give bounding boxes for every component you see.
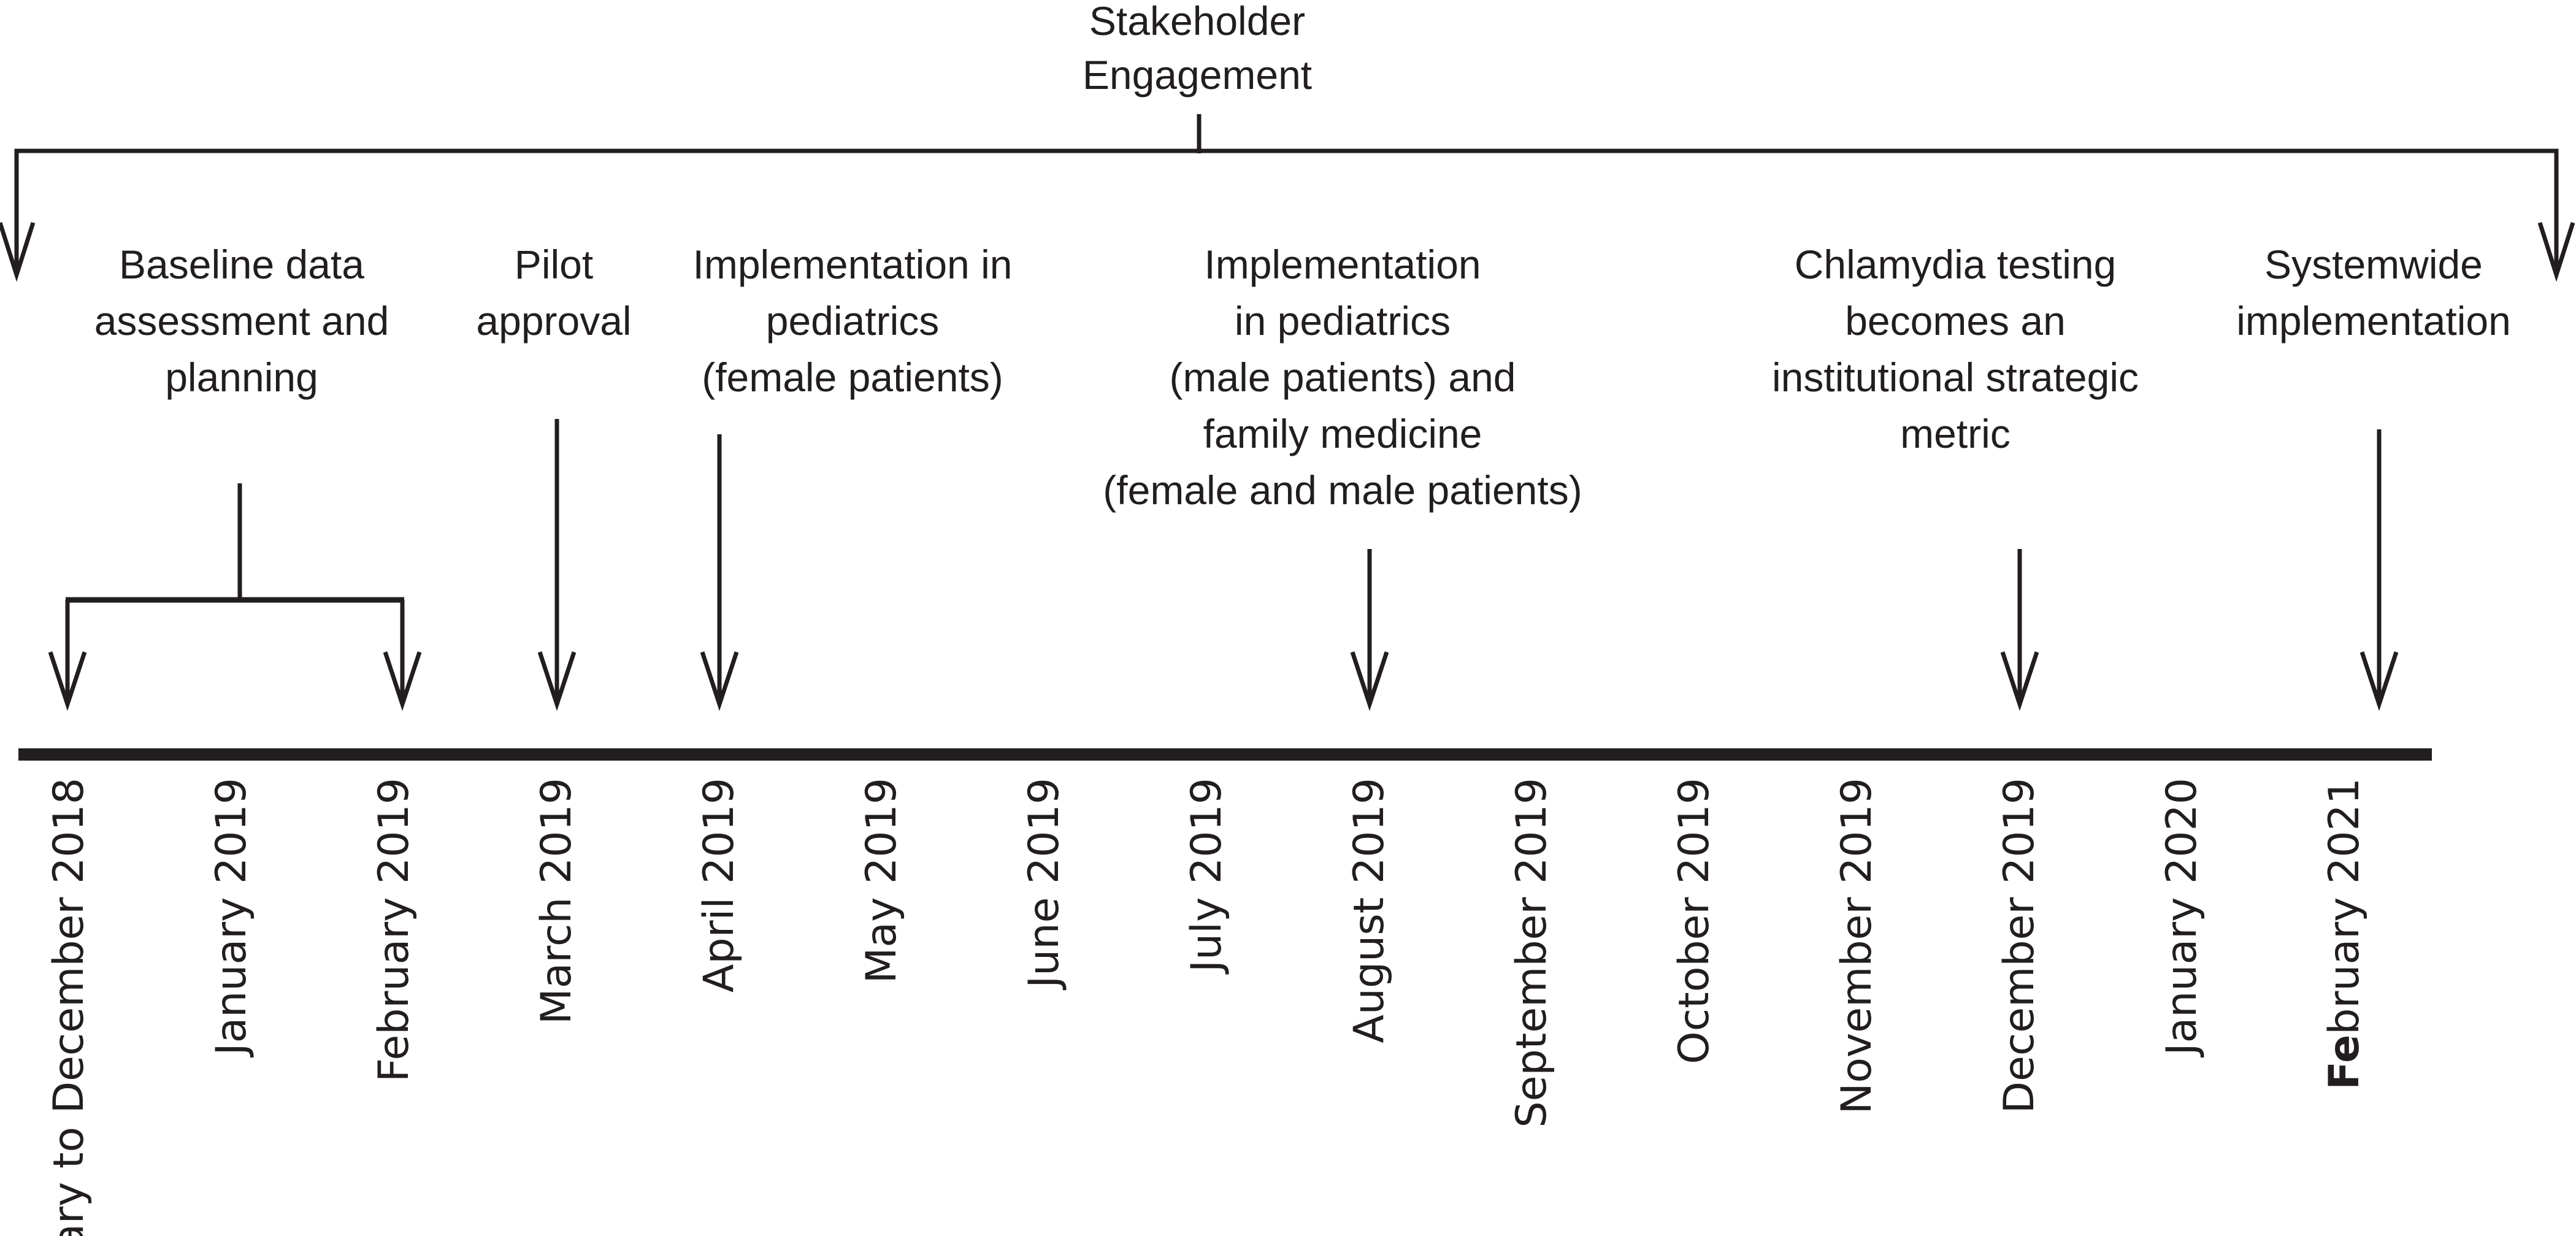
event-label-implementation-pediatrics-male-family-medicine: Implementation in pediatrics (male patie… xyxy=(1036,236,1649,518)
arrowhead-left-icon xyxy=(0,221,36,282)
month-label-september-2019: September 2019 xyxy=(1508,778,1556,1128)
stakeholder-span-line xyxy=(14,148,2559,269)
event-label-line: (female and male patients) xyxy=(1103,467,1582,513)
event-label-line: Pilot xyxy=(514,242,594,287)
event-label-line: Implementation in xyxy=(692,242,1013,287)
event-label-systemwide-implementation: Systemwide implementation xyxy=(2159,236,2576,349)
arrowhead-august-2019-icon xyxy=(1350,651,1389,712)
event-label-line: pediatrics xyxy=(765,298,940,344)
figure-title: Stakeholder Engagement xyxy=(1013,0,1381,102)
month-label-january-2020: January 2020 xyxy=(2158,778,2206,1056)
event-label-line: approval xyxy=(476,298,632,344)
month-label-february-2019: February 2019 xyxy=(370,778,418,1082)
month-label-december-2019: December 2019 xyxy=(1995,778,2044,1114)
event-label-implementation-pediatrics-female: Implementation in pediatrics (female pat… xyxy=(607,236,1098,405)
arrowhead-right-icon xyxy=(2537,221,2575,282)
event-label-baseline-data-assessment: Baseline data assessment and planning xyxy=(27,236,456,405)
event-label-line: becomes an xyxy=(1845,298,2066,344)
arrowhead-march-2019-icon xyxy=(537,651,577,712)
event-label-line: in pediatrics xyxy=(1234,298,1451,344)
event-label-line: Baseline data xyxy=(119,242,364,287)
figure-title-line: Engagement xyxy=(1082,52,1313,98)
arrowhead-jan-dec-2018-icon xyxy=(48,651,87,712)
event-label-line: Implementation xyxy=(1204,242,1481,287)
month-label-february-2021: February 2021 xyxy=(2320,778,2369,1090)
event-label-line: implementation xyxy=(2236,298,2511,344)
month-label-october-2019: October 2019 xyxy=(1670,778,1719,1064)
month-label-march-2019: March 2019 xyxy=(532,778,581,1024)
month-label-august-2019: August 2019 xyxy=(1345,778,1393,1043)
month-label-april-2019: April 2019 xyxy=(695,778,743,993)
event-label-line: Chlamydia testing xyxy=(1794,242,2117,287)
month-label-november-2019: November 2019 xyxy=(1833,778,1881,1115)
arrowhead-april-2019-icon xyxy=(700,651,739,712)
month-label-january-to-december-2018: January to December 2018 xyxy=(45,778,93,1236)
event-label-line: planning xyxy=(165,355,318,400)
month-label-may-2019: May 2019 xyxy=(857,778,906,984)
figure-title-line: Stakeholder xyxy=(1089,0,1306,44)
arrowhead-february-2021-icon xyxy=(2359,651,2399,712)
event-label-line: (male patients) and xyxy=(1169,355,1516,400)
month-label-june-2019: June 2019 xyxy=(1020,778,1068,988)
event-label-line: metric xyxy=(1900,411,2011,456)
event-label-line: family medicine xyxy=(1203,411,1482,456)
month-label-january-2019: January 2019 xyxy=(207,778,256,1056)
arrowhead-december-2019-icon xyxy=(2000,651,2039,712)
arrowhead-february-2019-icon xyxy=(383,651,422,712)
event-label-chlamydia-institutional-strategic-metric: Chlamydia testing becomes an institution… xyxy=(1649,236,2262,462)
event-label-pilot-approval: Pilot approval xyxy=(401,236,707,349)
event-label-line: Systemwide xyxy=(2264,242,2483,287)
month-label-july-2019: July 2019 xyxy=(1183,778,1231,972)
event-label-line: assessment and xyxy=(94,298,389,344)
event-label-line: institutional strategic xyxy=(1772,355,2139,400)
event-label-line: (female patients) xyxy=(702,355,1003,400)
